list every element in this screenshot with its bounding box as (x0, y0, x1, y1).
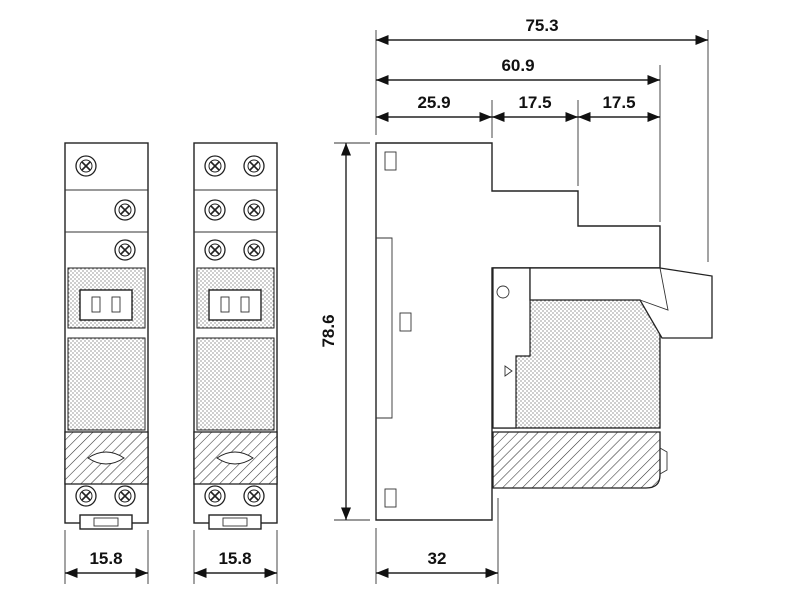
screw-icon (243, 239, 265, 261)
dim-section-c: 17.5 (602, 93, 635, 112)
dim-depth-to-step: 60.9 (501, 56, 534, 75)
screw-icon (204, 239, 226, 261)
screw-icon (243, 155, 265, 177)
screw-icon (204, 155, 226, 177)
dim-module-width-right: 15.8 (218, 549, 251, 568)
dim-section-a: 25.9 (417, 93, 450, 112)
dimension-lines (64, 30, 709, 584)
screw-icon (75, 155, 97, 177)
dim-rail-depth: 32 (428, 549, 447, 568)
dim-section-b: 17.5 (518, 93, 551, 112)
dim-module-width-left: 15.8 (89, 549, 122, 568)
screw-icon (243, 485, 265, 507)
screw-icon (243, 199, 265, 221)
screw-icon (114, 199, 136, 221)
module-side-view (375, 142, 713, 521)
screw-icon (75, 485, 97, 507)
screw-icon (114, 239, 136, 261)
screw-icon (114, 485, 136, 507)
module-front-view-right (193, 142, 278, 530)
module-front-view-left (64, 142, 149, 530)
screw-icon (204, 485, 226, 507)
dim-overall-width: 75.3 (525, 16, 558, 35)
dim-height: 78.6 (319, 314, 338, 347)
screw-icon (204, 199, 226, 221)
